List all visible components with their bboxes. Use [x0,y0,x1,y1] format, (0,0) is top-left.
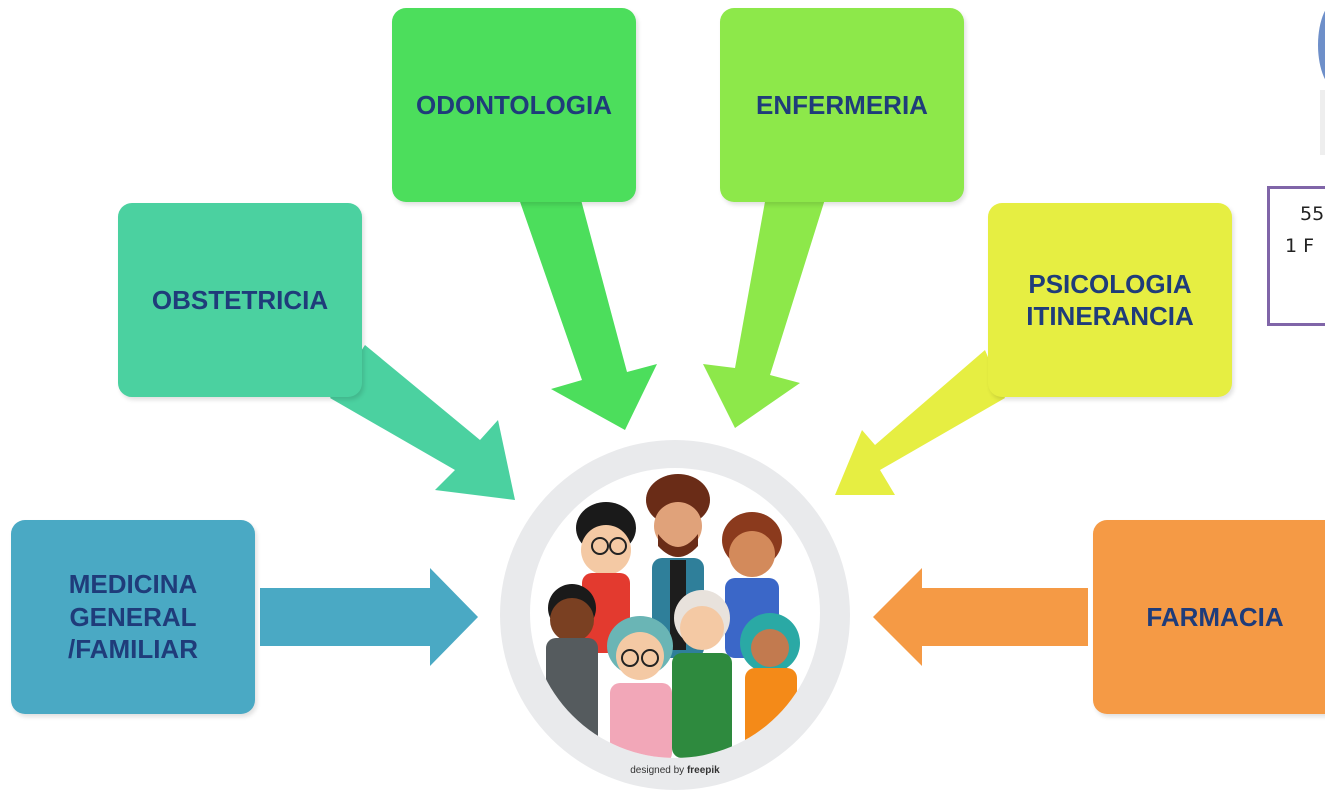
arrow-enfermeria [703,196,826,428]
partial-circle-shape [1318,0,1325,90]
side-text-line1: 55 [1300,203,1325,225]
freepik-credit: designed by freepik [600,765,750,776]
label-obstetricia: OBSTETRICIA [151,284,329,315]
people-illustration [530,468,820,758]
label-medicina: MEDICINA GENERAL /FAMILIAR [68,569,198,665]
label-enfermeria: ENFERMERIA [756,89,928,120]
arrow-obstetricia [330,345,515,500]
arrow-odontologia [518,196,657,430]
arrow-farmacia [873,568,1088,666]
arrow-psicologia [835,350,1005,495]
arrow-medicina [260,568,478,666]
box-obstetricia: OBSTETRICIA [118,203,362,397]
box-odontologia: ODONTOLOGIA [392,8,636,202]
box-medicina: MEDICINA GENERAL /FAMILIAR [11,520,255,714]
box-farmacia: FARMACIA [1093,520,1325,714]
label-odontologia: ODONTOLOGIA [416,89,612,120]
side-text-line2: 1 F [1285,235,1315,257]
box-psicologia: PSICOLOGIA ITINERANCIA [988,203,1232,397]
box-enfermeria: ENFERMERIA [720,8,964,202]
partial-image-edge [1320,90,1325,155]
label-psicologia: PSICOLOGIA ITINERANCIA [1026,268,1194,332]
people-icon [546,474,800,758]
credit-prefix: designed by [630,765,685,776]
side-info-box: 55 1 F [1267,186,1325,326]
label-farmacia: FARMACIA [1146,601,1284,632]
credit-brand: freepik [686,765,720,776]
